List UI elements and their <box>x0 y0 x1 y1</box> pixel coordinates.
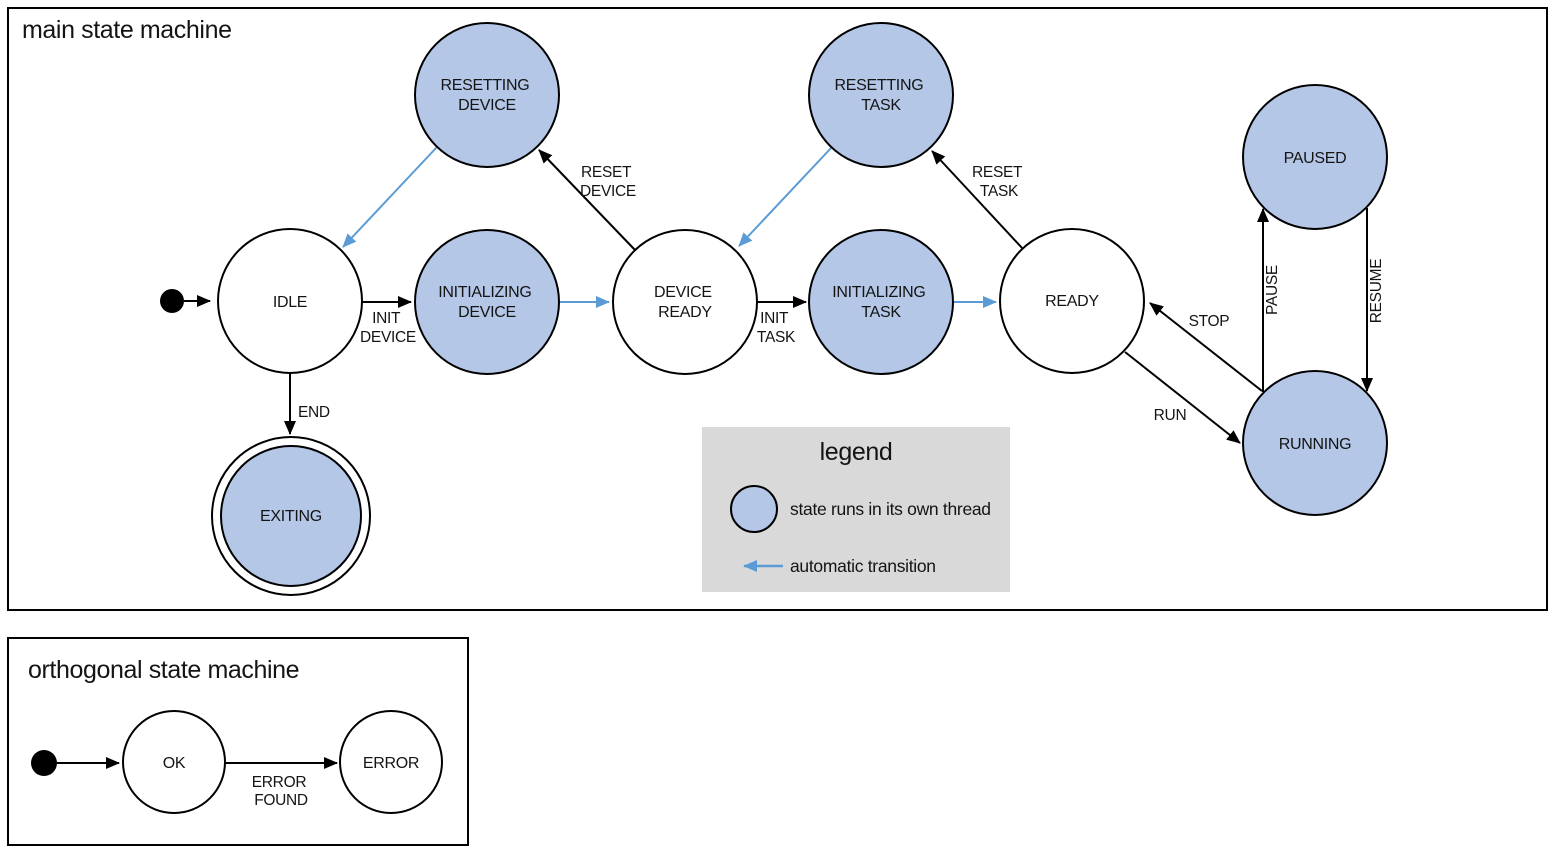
state-initializing-device-label: INITIALIZING DEVICE <box>438 284 535 321</box>
label-line: RESET <box>581 164 632 181</box>
transition-stop-arrow <box>1149 302 1263 392</box>
label-line: RESETTING <box>440 77 529 94</box>
state-initializing-device-circle <box>414 229 560 375</box>
state-initializing-task: INITIALIZING TASK <box>808 229 954 375</box>
state-initializing-device: INITIALIZING DEVICE <box>414 229 560 375</box>
legend-automatic-transition-label: automatic transition <box>790 556 936 576</box>
state-exiting-label: EXITING <box>260 508 322 525</box>
state-paused-label: PAUSED <box>1284 150 1347 167</box>
label-line: RESET <box>972 164 1023 181</box>
auto-transition-resetdevice-to-idle-arrow <box>342 146 438 248</box>
label-line: DEVICE <box>458 304 516 321</box>
transition-resume-label: RESUME <box>1368 259 1385 324</box>
state-paused-circle <box>1242 84 1388 230</box>
label-line: DEVICE <box>360 329 416 346</box>
label-line: TASK <box>861 304 901 321</box>
orthogonal-state-machine-frame: orthogonal state machine ERROR FOUND OK … <box>7 637 469 846</box>
state-running-circle <box>1242 370 1388 516</box>
label-line: DEVICE <box>458 97 516 114</box>
state-running: RUNNING <box>1242 370 1388 516</box>
label-line: TASK <box>861 97 901 114</box>
transition-reset-task-arrow <box>931 150 1024 250</box>
orthogonal-frame-title: orthogonal state machine <box>28 656 299 684</box>
transition-reset-device-arrow <box>538 149 636 251</box>
state-resetting-device-label: RESETTING DEVICE <box>440 77 533 114</box>
main-initial-state-dot <box>160 289 184 313</box>
label-line: FOUND <box>254 792 308 809</box>
transition-run-label: RUN <box>1154 407 1187 424</box>
label-line: ERROR <box>252 774 307 791</box>
transition-end-label: END <box>298 404 330 421</box>
orthogonal-initial-state-dot <box>31 750 57 776</box>
state-device-ready-circle <box>612 229 758 375</box>
transition-init-device-label: INIT DEVICE <box>360 310 416 346</box>
transition-stop-label: STOP <box>1189 313 1230 330</box>
state-resetting-task: RESETTING TASK <box>808 22 954 168</box>
state-error-label: ERROR <box>363 755 419 772</box>
orthogonal-frame-border <box>7 637 469 846</box>
label-line: READY <box>658 304 712 321</box>
transition-error-found-label: ERROR FOUND <box>252 774 311 809</box>
transition-run-arrow <box>1124 351 1241 444</box>
state-ok-label: OK <box>163 755 186 772</box>
state-idle: IDLE <box>217 228 363 374</box>
main-frame-title: main state machine <box>22 16 232 44</box>
state-ready-circle <box>999 228 1145 374</box>
label-line: TASK <box>980 183 1019 200</box>
state-device-ready: DEVICE READY <box>612 229 758 375</box>
label-line: INIT <box>372 310 401 327</box>
label-line: DEVICE <box>580 183 636 200</box>
transition-reset-device-label: RESET DEVICE <box>580 164 636 200</box>
main-frame-border <box>7 7 1548 611</box>
label-line: RESETTING <box>834 77 923 94</box>
transition-pause-label: PAUSE <box>1264 265 1281 315</box>
auto-transition-resettask-to-deviceready-arrow <box>738 146 833 247</box>
state-resetting-task-circle <box>808 22 954 168</box>
state-device-ready-label: DEVICE READY <box>654 284 716 321</box>
legend-threaded-state-icon <box>730 485 778 533</box>
label-line: INITIALIZING <box>832 284 925 301</box>
label-line: INITIALIZING <box>438 284 531 301</box>
state-error-circle <box>339 710 443 814</box>
state-initializing-task-circle <box>808 229 954 375</box>
state-error: ERROR <box>339 710 443 814</box>
label-line: DEVICE <box>654 284 712 301</box>
state-ready: READY <box>999 228 1145 374</box>
state-resetting-device: RESETTING DEVICE <box>414 22 560 168</box>
state-running-label: RUNNING <box>1279 436 1352 453</box>
state-exiting-final: EXITING <box>211 436 371 596</box>
state-idle-circle <box>217 228 363 374</box>
transition-init-task-label: INIT TASK <box>757 310 796 346</box>
state-resetting-device-circle <box>414 22 560 168</box>
transition-reset-task-label: RESET TASK <box>972 164 1026 200</box>
state-ok-circle <box>122 710 226 814</box>
main-state-machine-frame: main state machine INIT DEVICE INIT TASK… <box>7 7 1548 611</box>
legend-threaded-state-label: state runs in its own thread <box>790 499 991 519</box>
label-line: TASK <box>757 329 796 346</box>
state-exiting-inner-circle <box>220 445 362 587</box>
state-paused: PAUSED <box>1242 84 1388 230</box>
state-initializing-task-label: INITIALIZING TASK <box>832 284 929 321</box>
state-resetting-task-label: RESETTING TASK <box>834 77 927 114</box>
state-idle-label: IDLE <box>273 294 307 311</box>
state-ok: OK <box>122 710 226 814</box>
label-line: INIT <box>760 310 789 327</box>
legend: legend state runs in its own thread auto… <box>702 427 1010 592</box>
state-ready-label: READY <box>1045 293 1099 310</box>
legend-title: legend <box>820 438 893 466</box>
